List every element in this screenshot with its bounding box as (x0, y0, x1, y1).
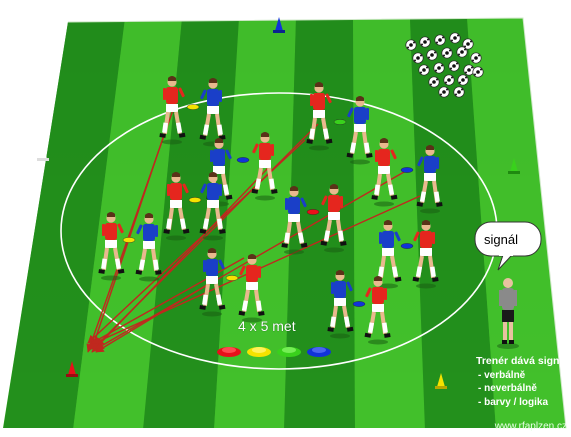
ball-icon (406, 40, 416, 50)
ball-icon (458, 75, 468, 85)
ball-icon (419, 65, 429, 75)
ball-icon (427, 50, 437, 60)
coach-instruction-item: - verbálně (476, 369, 568, 383)
small-cone-marker (237, 157, 249, 162)
ball-icon (413, 53, 423, 63)
small-cone-marker (353, 301, 365, 306)
marker-red (217, 347, 241, 357)
ball-icon (420, 37, 430, 47)
ball-icon (471, 53, 481, 63)
small-cone-marker (226, 275, 238, 280)
ball-icon (434, 63, 444, 73)
small-cone-marker (189, 197, 201, 202)
small-cone-marker (307, 209, 319, 214)
ball-icon (444, 75, 454, 85)
distance-label: 4 x 5 met (238, 318, 296, 334)
ball-icon (435, 35, 445, 45)
marker-blue (307, 347, 331, 357)
coach-instructions: Trenér dává signál - verbálně - neverbál… (476, 355, 568, 409)
coach-instruction-item: - barvy / logika (476, 396, 568, 410)
marker-green (277, 347, 301, 357)
small-cone-marker (334, 119, 346, 124)
small-cone-marker (401, 243, 413, 248)
ball-icon (439, 87, 449, 97)
coach-instruction-item: - neverbálně (476, 382, 568, 396)
ball-icon (473, 67, 483, 77)
small-cone-marker (401, 167, 413, 172)
ball-icon (454, 87, 464, 97)
signal-bubble-text: signál (484, 232, 518, 247)
ball-icon (429, 77, 439, 87)
ball-icon (450, 33, 460, 43)
small-cone-marker (187, 104, 199, 109)
ball-icon (457, 47, 467, 57)
small-cone-marker (123, 237, 135, 242)
coach-instructions-title: Trenér dává signál (476, 355, 568, 369)
ball-icon (464, 65, 474, 75)
ball-icon (442, 48, 452, 58)
website-label: www.rfaplzen.cz (495, 421, 567, 432)
ball-icon (449, 61, 459, 71)
marker-yellow (247, 347, 271, 357)
